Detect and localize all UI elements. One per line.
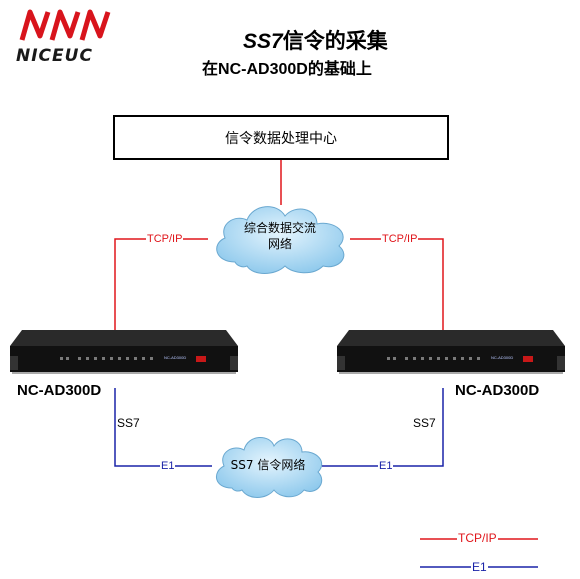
signaling-data-center-label: 信令数据处理中心 [225, 130, 337, 147]
device-right-badge: NC-AD300D [491, 355, 514, 360]
logo-mark-icon [19, 9, 111, 41]
device-left-label: NC-AD300D [17, 382, 102, 399]
e1-left-label: E1 [160, 460, 176, 472]
logo: NICEUC [14, 6, 114, 68]
integrated-data-network-cloud: 综合数据交流 网络 [205, 196, 355, 276]
rack-device-icon [10, 330, 238, 374]
device-right: NC-AD300D [335, 328, 567, 378]
cloud-icon [216, 437, 323, 498]
legend-tcpip-label: TCP/IP [457, 531, 498, 545]
tcpip-right-link [350, 238, 444, 333]
title-rest: 信令的采集 [282, 29, 388, 53]
cloud-top-line2: 网络 [267, 237, 292, 251]
tcpip-left-link [114, 238, 208, 333]
e1-left-link [114, 388, 212, 467]
cloud-icon [216, 206, 345, 274]
signaling-data-center-box: 信令数据处理中心 [113, 115, 449, 160]
cloud-top-text: 综合数据交流 网络 [205, 220, 355, 252]
cloud-bottom-label: SS7 信令网络 [230, 458, 306, 472]
ss7-left-label: SS7 [117, 416, 140, 430]
page-subtitle: 在NC-AD300D的基础上 [202, 55, 372, 79]
device-left-badge: NC-AD300D [164, 355, 187, 360]
subtitle-pre: 在 [202, 59, 219, 78]
device-right-label: NC-AD300D [455, 382, 540, 399]
title-ss7: SS7 [243, 30, 283, 53]
tcpip-left-label: TCP/IP [146, 233, 184, 245]
page-title: SS7信令的采集 [243, 25, 388, 55]
ss7-right-label: SS7 [413, 416, 436, 430]
subtitle-device: NC-AD300D [218, 61, 308, 78]
legend-e1-label: E1 [471, 560, 488, 574]
e1-right-link [322, 388, 444, 467]
ss7-network-cloud: SS7 信令网络 [208, 428, 328, 500]
cloud-top-line1: 综合数据交流 [243, 221, 316, 235]
e1-right-label: E1 [378, 460, 394, 472]
subtitle-post: 的基础上 [307, 59, 372, 78]
rack-device-icon [337, 330, 565, 374]
logo-text: NICEUC [16, 46, 93, 66]
tcpip-right-label: TCP/IP [381, 233, 419, 245]
device-left: NC-AD300D [8, 328, 240, 378]
